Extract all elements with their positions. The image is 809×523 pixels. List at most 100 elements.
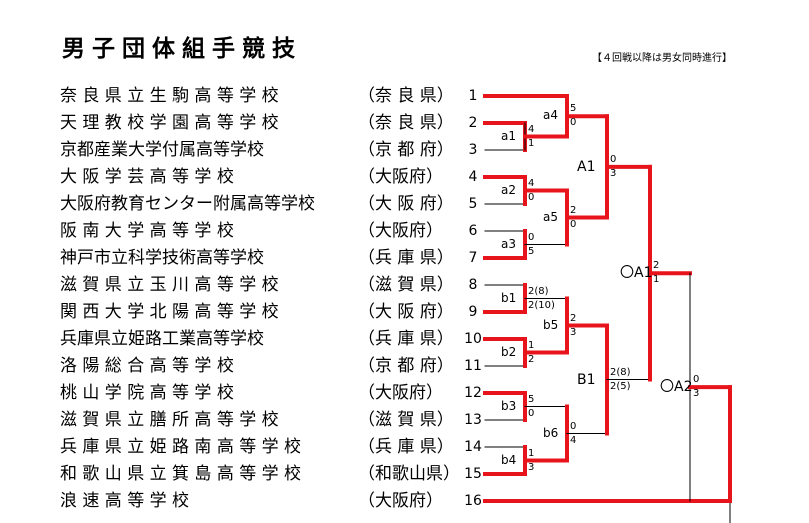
score-top: 1 — [528, 339, 535, 351]
score-bottom: 5 — [528, 245, 535, 257]
team-school-name: 京都産業大学付属高等学校 — [60, 140, 264, 160]
team-seed-number: 10 — [464, 331, 482, 347]
score-top: 5 — [528, 393, 535, 405]
team-prefecture: （兵 庫 県） — [358, 329, 454, 349]
team-prefecture: （滋 賀 県） — [358, 410, 454, 430]
team-prefecture: （和歌山県） — [358, 464, 460, 484]
team-school-name: 浪 速 高 等 学 校 — [60, 491, 190, 511]
match-label: a2 — [501, 182, 516, 197]
match-label: b6 — [543, 425, 559, 440]
match-label: B1 — [577, 371, 596, 388]
team-school-name: 大阪府教育センター附属高等学校 — [60, 194, 315, 214]
team-row: 大 阪 学 芸 高 等 学 校（大阪府） — [60, 164, 465, 190]
team-school-name: 洛 陽 総 合 高 等 学 校 — [60, 356, 234, 376]
score-bottom: 2 — [528, 353, 535, 365]
team-school-name: 天 理 教 校 学 園 高 等 学 校 — [60, 113, 279, 133]
team-seed-number: 13 — [464, 412, 482, 428]
match-label: 〇A2 — [660, 379, 693, 396]
team-prefecture: （奈 良 県） — [358, 86, 454, 106]
score-top: 5 — [570, 103, 577, 115]
team-prefecture: （大 阪 府） — [358, 302, 454, 322]
team-school-name: 兵庫県立姫路工業高等学校 — [60, 329, 264, 349]
team-school-name: 滋 賀 県 立 膳 所 高 等 学 校 — [60, 410, 279, 430]
team-row: 阪 南 大 学 高 等 学 校 （大阪府） — [60, 218, 465, 244]
score-top: 2(8) — [610, 366, 631, 378]
team-prefecture: （兵 庫 県） — [358, 437, 454, 457]
team-seed-number: 12 — [464, 385, 482, 401]
team-row: 神戸市立科学技術高等学校 （兵 庫 県） — [60, 245, 465, 271]
team-row: 奈 良 県 立 生 駒 高 等 学 校 （奈 良 県） — [60, 83, 465, 109]
score-bottom: 0 — [528, 407, 535, 419]
match-label: a5 — [543, 209, 558, 224]
score-bottom: 4 — [570, 434, 577, 446]
match-label: b4 — [501, 452, 517, 467]
team-seed-number: 7 — [468, 250, 478, 266]
match-label: 〇A1 — [620, 265, 653, 282]
score-top: 0 — [528, 231, 535, 243]
team-prefecture: （京 都 府） — [358, 140, 454, 160]
team-school-name: 兵 庫 県 立 姫 路 南 高 等 学 校 — [60, 437, 302, 457]
team-seed-number: 8 — [468, 277, 478, 293]
team-seed-number: 11 — [464, 358, 482, 374]
team-prefecture: （兵 庫 県） — [358, 248, 454, 268]
score-bottom: 0 — [528, 191, 535, 203]
team-prefecture: （奈 良 県） — [358, 113, 454, 133]
score-bottom: 0 — [570, 218, 577, 230]
match-label: a3 — [501, 236, 516, 251]
match-label: b1 — [501, 290, 517, 305]
team-seed-number: 14 — [464, 439, 482, 455]
score-bottom: 3 — [610, 167, 617, 179]
team-row: 桃 山 学 院 高 等 学 校 （大阪府） — [60, 380, 465, 406]
team-school-name: 神戸市立科学技術高等学校 — [60, 248, 264, 268]
team-row: 滋 賀 県 立 膳 所 高 等 学 校 （滋 賀 県） — [60, 407, 465, 433]
team-seed-number: 9 — [468, 304, 478, 320]
score-top: 2 — [570, 312, 577, 324]
team-prefecture: （大阪府） — [358, 383, 443, 403]
team-seed-number: 3 — [468, 142, 478, 158]
score-bottom: 3 — [693, 388, 700, 400]
team-school-name: 滋 賀 県 立 玉 川 高 等 学 校 — [60, 275, 279, 295]
score-bottom: 3 — [570, 326, 577, 338]
team-row: 京都産業大学付属高等学校 （京 都 府） — [60, 137, 465, 163]
team-seed-number: 4 — [468, 169, 478, 185]
team-prefecture: （大阪府） — [358, 491, 443, 511]
team-prefecture: （大阪府） — [358, 221, 443, 241]
team-seed-number: 2 — [468, 115, 478, 131]
score-bottom: 0 — [570, 117, 577, 129]
score-top: 0 — [610, 153, 617, 165]
match-label: a4 — [543, 108, 558, 123]
match-label: b5 — [543, 317, 559, 332]
team-school-name: 奈 良 県 立 生 駒 高 等 学 校 — [60, 86, 279, 106]
team-row: 滋 賀 県 立 玉 川 高 等 学 校 （滋 賀 県） — [60, 272, 465, 298]
team-school-name: 和 歌 山 県 立 箕 島 高 等 学 校 — [60, 464, 302, 484]
score-top: 4 — [528, 123, 535, 135]
score-top: 0 — [693, 374, 700, 386]
score-top: 2 — [653, 260, 660, 272]
match-label: b3 — [501, 398, 517, 413]
score-bottom: 2(5) — [610, 380, 631, 392]
team-school-name: 阪 南 大 学 高 等 学 校 — [60, 221, 234, 241]
team-prefecture: （大阪府） — [358, 167, 443, 187]
team-row: 兵庫県立姫路工業高等学校 （兵 庫 県） — [60, 326, 465, 352]
team-row: 関 西 大 学 北 陽 高 等 学 校（大 阪 府） — [60, 299, 465, 325]
score-top: 0 — [570, 420, 577, 432]
team-prefecture: （京 都 府） — [358, 356, 454, 376]
score-top: 4 — [528, 177, 535, 189]
score-bottom: 2(10) — [528, 299, 555, 311]
score-bottom: 3 — [528, 461, 535, 473]
team-row: 浪 速 高 等 学 校 （大阪府） — [60, 488, 465, 514]
team-prefecture: （滋 賀 県） — [358, 275, 454, 295]
team-seed-number: 15 — [464, 466, 482, 482]
schedule-note: 【４回戦以降は男女同時進行】 — [592, 53, 732, 64]
team-seed-number: 5 — [468, 196, 478, 212]
team-school-name: 桃 山 学 院 高 等 学 校 — [60, 383, 234, 403]
team-row: 兵 庫 県 立 姫 路 南 高 等 学 校 （兵 庫 県） — [60, 434, 465, 460]
team-seed-number: 1 — [468, 88, 478, 104]
match-label: A1 — [577, 158, 596, 175]
score-bottom: 1 — [528, 137, 535, 149]
team-row: 天 理 教 校 学 園 高 等 学 校 （奈 良 県） — [60, 110, 465, 136]
match-label: a1 — [501, 128, 516, 143]
team-seed-number: 6 — [468, 223, 478, 239]
match-label: b2 — [501, 344, 517, 359]
